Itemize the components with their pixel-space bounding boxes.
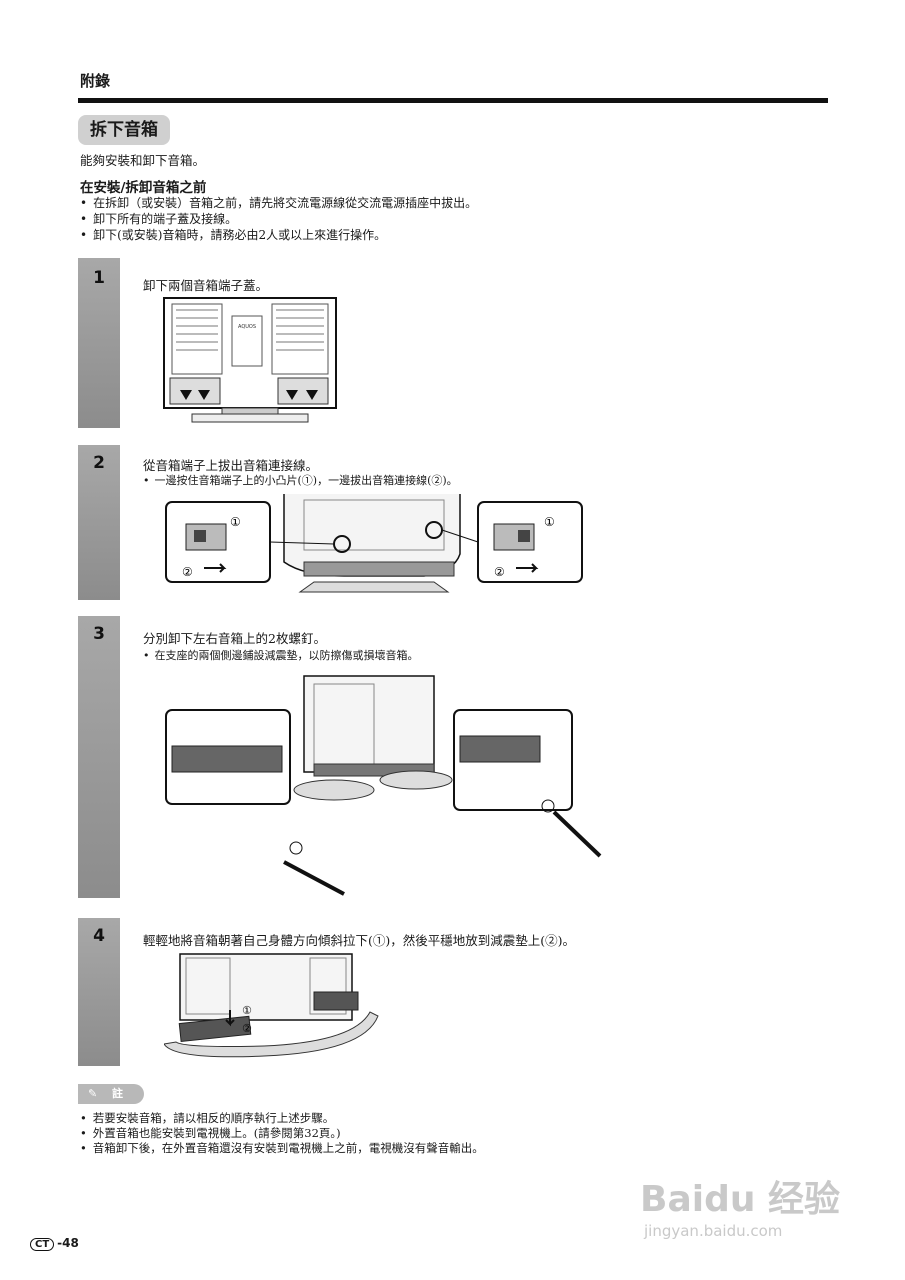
step-number: 2 — [93, 453, 105, 473]
callout-1-label: ① — [242, 1004, 252, 1017]
step-text: 卸下兩個音箱端子蓋。 — [143, 278, 269, 293]
step-bar-2 — [78, 445, 120, 600]
tv-back-illustration: AQUOS — [163, 297, 337, 423]
callout-2-label: ② — [494, 565, 505, 579]
precaution-heading: 在安裝/拆卸音箱之前 — [80, 180, 207, 196]
page-number: CT-48 — [30, 1236, 79, 1251]
note-item: 若要安裝音箱，請以相反的順序執行上述步驟。 — [80, 1110, 335, 1126]
header-rule — [78, 98, 828, 103]
step-text: 輕輕地將音箱朝著自己身體方向傾斜拉下(①)，然後平穩地放到減震墊上(②)。 — [143, 933, 576, 948]
section-header: 附錄 — [80, 72, 111, 90]
callout-2-label: ② — [242, 1022, 252, 1035]
step-number: 3 — [93, 624, 105, 644]
intro-text: 能夠安裝和卸下音箱。 — [80, 153, 206, 168]
watermark-brand: Baidu 经验 — [640, 1179, 841, 1220]
step-bar-1 — [78, 258, 120, 428]
step-number: 1 — [93, 268, 105, 288]
precaution-bullet: 在拆卸（或安裝）音箱之前，請先將交流電源線從交流電源插座中拔出。 — [80, 194, 477, 211]
step-bar-4 — [78, 918, 120, 1066]
callout-2-label: ② — [182, 565, 193, 579]
connector-removal-illustration: ① ② ① ② — [165, 494, 583, 593]
step-text: 從音箱端子上拔出音箱連接線。 — [143, 458, 319, 473]
precaution-bullet: 卸下(或安裝)音箱時，請務必由2人或以上來進行操作。 — [80, 226, 386, 243]
step-subtext: 在支座的兩個側邊鋪設減震墊，以防擦傷或損壞音箱。 — [143, 647, 419, 663]
step-subtext: 一邊按住音箱端子上的小凸片(①)，一邊拔出音箱連接線(②)。 — [143, 472, 458, 488]
callout-1-label: ① — [544, 515, 555, 529]
step-number: 4 — [93, 926, 105, 946]
speaker-tilt-illustration: ① ② — [164, 953, 379, 1058]
callout-1-label: ① — [230, 515, 241, 529]
pencil-icon: ✎ — [88, 1087, 98, 1100]
baidu-watermark: Baidu 经验 jingyan.baidu.com — [640, 1170, 840, 1240]
step-text: 分別卸下左右音箱上的2枚螺釘。 — [143, 631, 326, 646]
precaution-bullet: 卸下所有的端子蓋及接線。 — [80, 210, 237, 227]
note-label: 註 — [112, 1087, 123, 1100]
language-badge: CT — [30, 1238, 55, 1251]
page-num-text: -48 — [57, 1236, 79, 1250]
watermark-url: jingyan.baidu.com — [644, 1222, 783, 1240]
note-item: 外置音箱也能安裝到電視機上。(請參閱第32頁。) — [80, 1125, 341, 1141]
page-title: 拆下音箱 — [78, 115, 170, 145]
note-badge: ✎ 註 — [78, 1084, 144, 1104]
aquos-label: AQUOS — [238, 324, 256, 330]
note-item: 音箱卸下後，在外置音箱還沒有安裝到電視機上之前，電視機沒有聲音輸出。 — [80, 1140, 484, 1156]
screw-removal-illustration — [165, 675, 602, 896]
step-bar-3 — [78, 616, 120, 898]
